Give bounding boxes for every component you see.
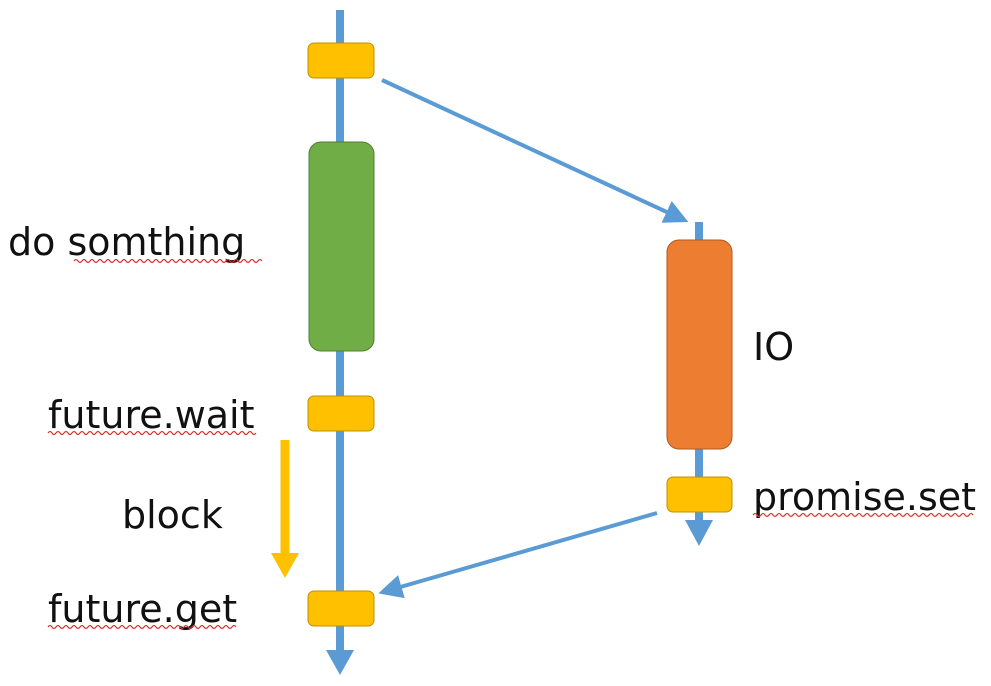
block-arrowhead [271,553,299,578]
block-label: block [122,493,223,537]
do-something-label: do somthing [8,220,245,264]
future-wait-label: future.wait [48,393,255,437]
start-sync-point [307,42,375,79]
spawn-arrow [381,78,689,223]
spellcheck-underline-promise-set [752,512,974,518]
spellcheck-underline-somthing [73,258,263,264]
spellcheck-underline-future-get [47,624,237,630]
io-thread-arrowhead [685,520,713,546]
io-block [666,239,733,450]
main-thread-arrowhead [326,650,354,675]
promise-set-label: promise.set [753,475,976,519]
future-get-point [307,590,375,627]
return-arrow [378,511,658,599]
spellcheck-underline-future-wait [47,430,257,436]
promise-set-point [666,476,733,513]
future-get-label: future.get [48,587,237,631]
io-label: IO [753,325,794,369]
future-wait-point [307,395,375,432]
do-something-block [308,141,375,352]
